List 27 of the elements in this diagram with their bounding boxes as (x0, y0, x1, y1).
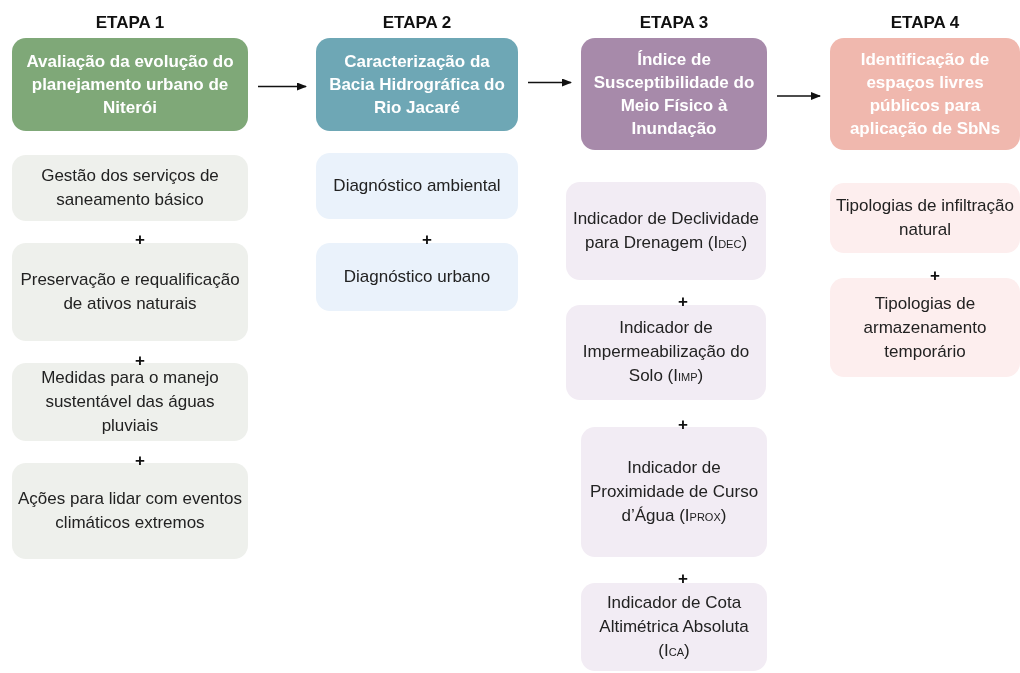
plus-sign: + (134, 352, 146, 370)
stage-title: Índice de Susceptibilidade do Meio Físico à Inundação (592, 49, 756, 140)
arrow (776, 92, 821, 100)
item-text: Tipologias de infiltração natural (835, 195, 1015, 241)
stage-heading: ETAPA 3 (639, 12, 709, 34)
plus-sign: + (677, 416, 689, 434)
item-text: Preservação e requalificação de ativos naturais (19, 269, 241, 315)
item-text: Ações para lidar com eventos climáticos extremos (17, 488, 243, 534)
stage-title: Caracterização da Bacia Hidrográfica do Rio Jacaré (328, 51, 506, 119)
stage-title: Identificação de espaços livres públicos para aplicação de SbNs (848, 49, 1002, 140)
item-text: Diagnóstico ambiental (333, 175, 501, 197)
stage-heading: ETAPA 1 (95, 12, 165, 34)
arrow (257, 82, 307, 91)
plus-sign: + (677, 293, 689, 311)
item-text: Tipologias de armazenamento temporário (862, 292, 988, 363)
plus-sign: + (929, 267, 941, 285)
plus-sign: + (421, 231, 433, 249)
stage-heading: ETAPA 2 (382, 12, 452, 34)
plus-sign: + (677, 570, 689, 588)
plus-sign: + (134, 452, 146, 470)
arrow (527, 78, 572, 87)
item-text: Gestão dos serviços de saneamento básico (40, 165, 220, 211)
stage-title: Avaliação da evolução do planejamento urbano de Niterói (25, 51, 235, 119)
stage-heading: ETAPA 4 (890, 12, 960, 34)
item-text: Medidas para o manejo sustentável das águas pluviais (40, 367, 220, 437)
plus-sign: + (134, 231, 146, 249)
item-text: Diagnóstico urbano (343, 266, 491, 288)
